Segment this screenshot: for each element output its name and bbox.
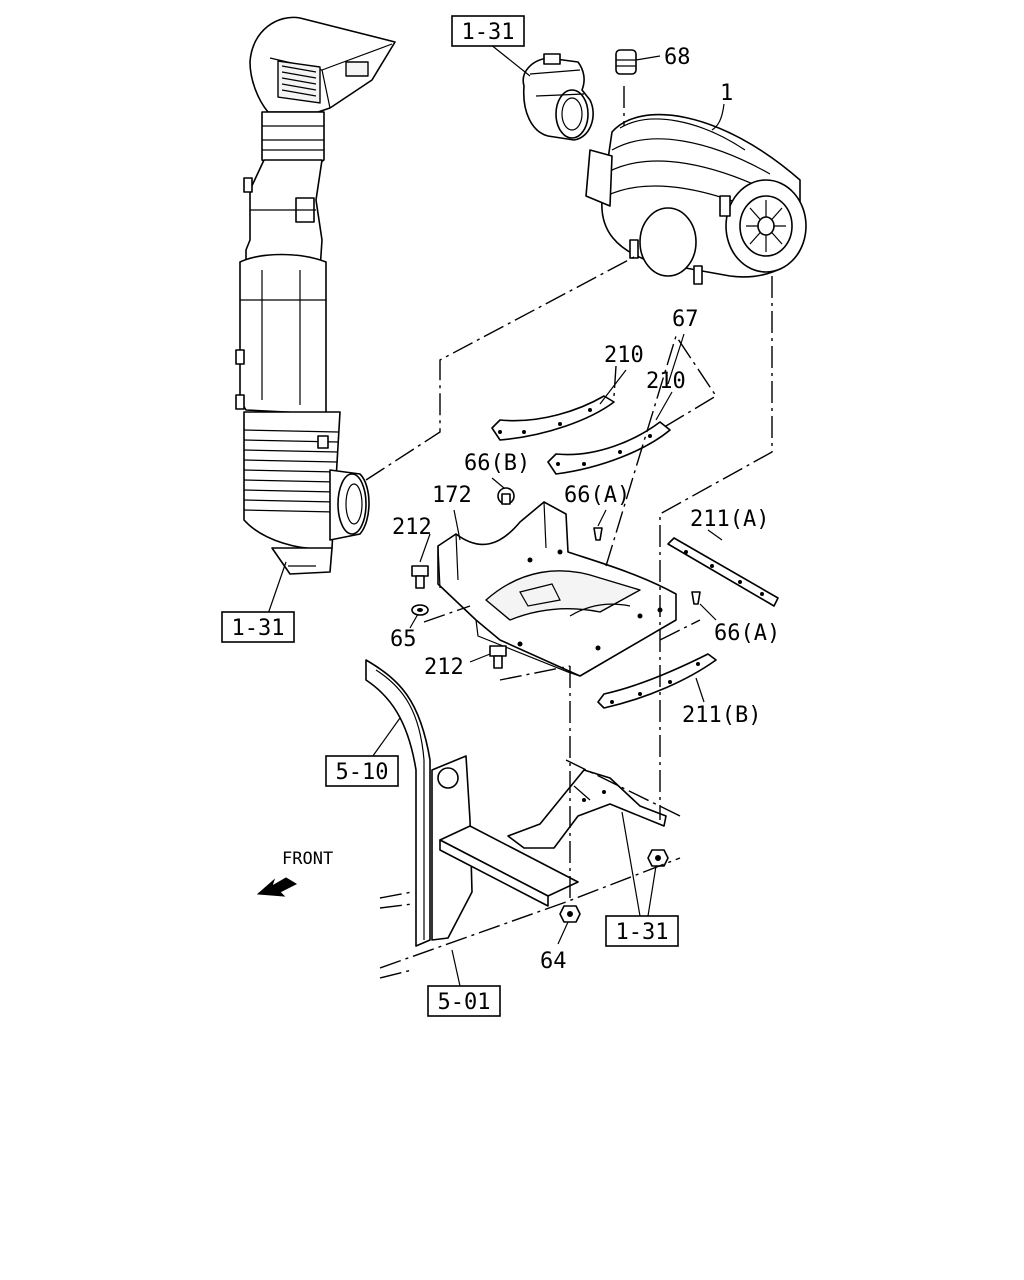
nut-right (647, 849, 669, 867)
bolt-66b (497, 487, 515, 505)
part-68-restriction-indicator (615, 49, 637, 75)
callout-65: 65 (390, 627, 417, 652)
strap-210-lower (547, 421, 671, 475)
ref-5-01-label: 5-01 (438, 990, 491, 1015)
bolt-212-top (411, 565, 429, 589)
callout-68: 68 (664, 45, 691, 70)
callout-211a: 211(A) (690, 507, 769, 532)
callout-1: 1 (720, 81, 733, 106)
clip-66a-top (593, 527, 603, 541)
intake-hose-connector (522, 53, 594, 141)
chassis-frame (365, 659, 681, 979)
callout-67: 67 (672, 307, 699, 332)
ref-1-31-left-label: 1-31 (232, 616, 285, 641)
callout-66a-top: 66(A) (564, 483, 630, 508)
ref-5-10-label: 5-10 (336, 760, 389, 785)
strap-210-upper (491, 395, 615, 441)
ref-box-5-01: 5-01 (427, 985, 501, 1017)
clip-66a-right (691, 591, 701, 605)
strap-211b (597, 653, 717, 709)
ref-box-1-31-left: 1-31 (221, 611, 295, 643)
strap-211a (667, 537, 779, 607)
connection-lines (365, 86, 773, 900)
washer-65 (411, 604, 429, 616)
callout-66b: 66(B) (464, 451, 530, 476)
ref-1-31-bottom-label: 1-31 (616, 920, 669, 945)
leader-lines (267, 43, 725, 987)
callout-66a-right: 66(A) (714, 621, 780, 646)
callout-172: 172 (432, 483, 472, 508)
ref-box-1-31-top: 1-31 (451, 15, 525, 47)
callout-212-top: 212 (392, 515, 432, 540)
air-cleaner-assembly (585, 113, 807, 285)
callout-64: 64 (540, 949, 567, 974)
bracket-172 (437, 501, 677, 677)
callout-212-bottom: 212 (424, 655, 464, 680)
nut-64 (559, 905, 581, 923)
ref-box-5-10: 5-10 (325, 755, 399, 787)
ref-1-31-top-label: 1-31 (462, 20, 515, 45)
front-label: FRONT (282, 849, 333, 869)
bolt-212-bottom (489, 645, 507, 669)
air-intake-snorkel (235, 16, 396, 575)
ref-box-1-31-bottom: 1-31 (605, 915, 679, 947)
callout-211b: 211(B) (682, 703, 761, 728)
callout-210-upper: 210 (604, 343, 644, 368)
front-arrow-icon (256, 877, 298, 897)
callout-210-lower: 210 (646, 369, 686, 394)
